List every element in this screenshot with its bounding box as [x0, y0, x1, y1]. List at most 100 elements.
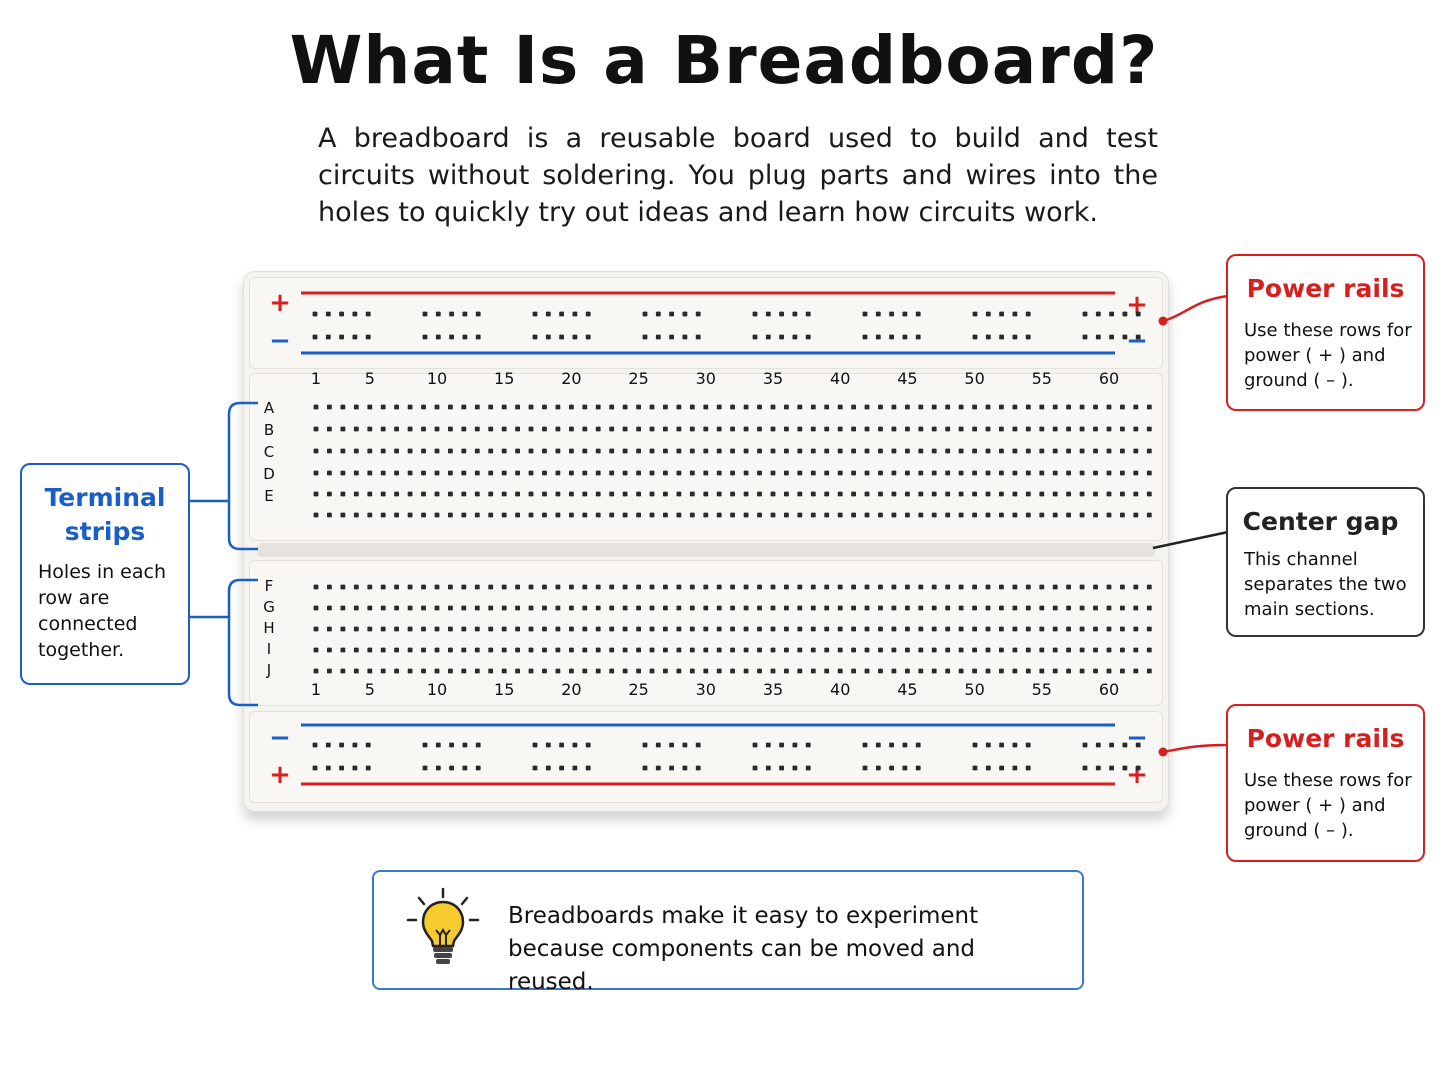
rail-hole [559, 742, 564, 748]
terminal-hole [985, 605, 991, 611]
rail-hole [352, 334, 358, 340]
terminal-hole [353, 668, 359, 674]
terminal-hole [367, 404, 373, 410]
rail-hole [985, 765, 991, 771]
terminal-hole [434, 491, 440, 497]
terminal-hole [918, 626, 924, 632]
terminal-hole [313, 512, 319, 518]
terminal-hole [743, 512, 749, 518]
page-title: What Is a Breadboard? [289, 22, 1159, 99]
power-rails-body-bottom: Use these rows for power ( + ) and groun… [1244, 770, 1412, 841]
terminal-hole [837, 491, 843, 497]
terminal-hole [528, 512, 534, 518]
terminal-hole [703, 605, 709, 611]
terminal-hole [528, 491, 534, 497]
terminal-hole [837, 426, 843, 432]
terminal-hole [676, 448, 682, 454]
rail-hole [572, 334, 578, 340]
terminal-hole [716, 605, 722, 611]
rail-hole [1135, 334, 1141, 340]
terminal-hole [743, 448, 749, 454]
terminal-hole [757, 426, 762, 432]
terminal-hole [757, 491, 762, 497]
terminal-hole [380, 626, 386, 632]
terminal-hole [972, 470, 977, 476]
terminal-hole [972, 426, 977, 432]
rail-hole [805, 742, 811, 748]
terminal-hole [649, 626, 655, 632]
terminal-hole [918, 512, 924, 518]
rail-hole [559, 765, 564, 771]
terminal-hole [972, 491, 977, 497]
rail-hole [862, 742, 868, 748]
rail-hole [572, 765, 578, 771]
terminal-hole [367, 605, 373, 611]
terminal-hole [905, 448, 910, 454]
terminal-hole [810, 448, 816, 454]
terminal-strips-title: Terminal strips [44, 483, 166, 546]
terminal-hole [985, 491, 991, 497]
terminal-hole [515, 491, 520, 497]
terminal-hole [757, 448, 762, 454]
terminal-hole [1146, 647, 1152, 653]
terminal-hole [421, 404, 426, 410]
terminal-hole [1146, 668, 1152, 674]
rail-hole [1082, 311, 1088, 317]
terminal-hole [555, 470, 561, 476]
terminal-hole [1146, 584, 1152, 590]
terminal-hole [797, 605, 803, 611]
column-label-top: 10 [427, 369, 447, 388]
terminal-hole [569, 647, 574, 653]
terminal-hole [905, 470, 910, 476]
rail-hole [449, 765, 454, 771]
terminal-hole [1025, 584, 1031, 590]
terminal-hole [1039, 426, 1045, 432]
rail-hole [862, 765, 868, 771]
rail-hole [985, 311, 991, 317]
terminal-hole [1052, 491, 1058, 497]
terminal-hole [569, 426, 574, 432]
terminal-hole [716, 470, 722, 476]
terminal-hole [1025, 470, 1031, 476]
terminal-hole [421, 426, 426, 432]
terminal-hole [555, 448, 561, 454]
terminal-hole [797, 512, 803, 518]
terminal-hole [636, 668, 641, 674]
terminal-hole [407, 605, 413, 611]
rail-hole [752, 311, 758, 317]
terminal-hole [1079, 584, 1085, 590]
rail-hole [642, 765, 648, 771]
terminal-hole [905, 626, 910, 632]
terminal-hole [582, 491, 588, 497]
terminal-hole [649, 470, 655, 476]
terminal-hole [609, 626, 615, 632]
terminal-hole [824, 491, 830, 497]
terminal-hole [1106, 470, 1112, 476]
terminal-hole [918, 491, 924, 497]
terminal-hole [461, 584, 467, 590]
terminal-hole [663, 448, 668, 454]
terminal-hole [461, 491, 467, 497]
terminal-hole [515, 470, 520, 476]
minus-sign-bottom-left: − [269, 723, 291, 753]
terminal-hole [918, 404, 924, 410]
terminal-bracket-top [227, 401, 258, 551]
terminal-hole [1120, 668, 1125, 674]
terminal-hole [313, 404, 319, 410]
rail-hole [422, 311, 428, 317]
rail-hole [532, 311, 538, 317]
terminal-hole [394, 647, 399, 653]
terminal-hole [474, 426, 480, 432]
terminal-hole [327, 605, 332, 611]
terminal-hole [703, 668, 709, 674]
terminal-hole [972, 584, 977, 590]
terminal-hole [931, 668, 937, 674]
terminal-hole [1025, 605, 1031, 611]
terminal-hole [380, 404, 386, 410]
terminal-hole [474, 668, 480, 674]
terminal-hole [434, 404, 440, 410]
terminal-hole [448, 647, 453, 653]
rail-hole [422, 334, 428, 340]
power-rails-title-bottom: Power rails [1246, 724, 1405, 753]
terminal-section-bottom [249, 560, 1163, 706]
